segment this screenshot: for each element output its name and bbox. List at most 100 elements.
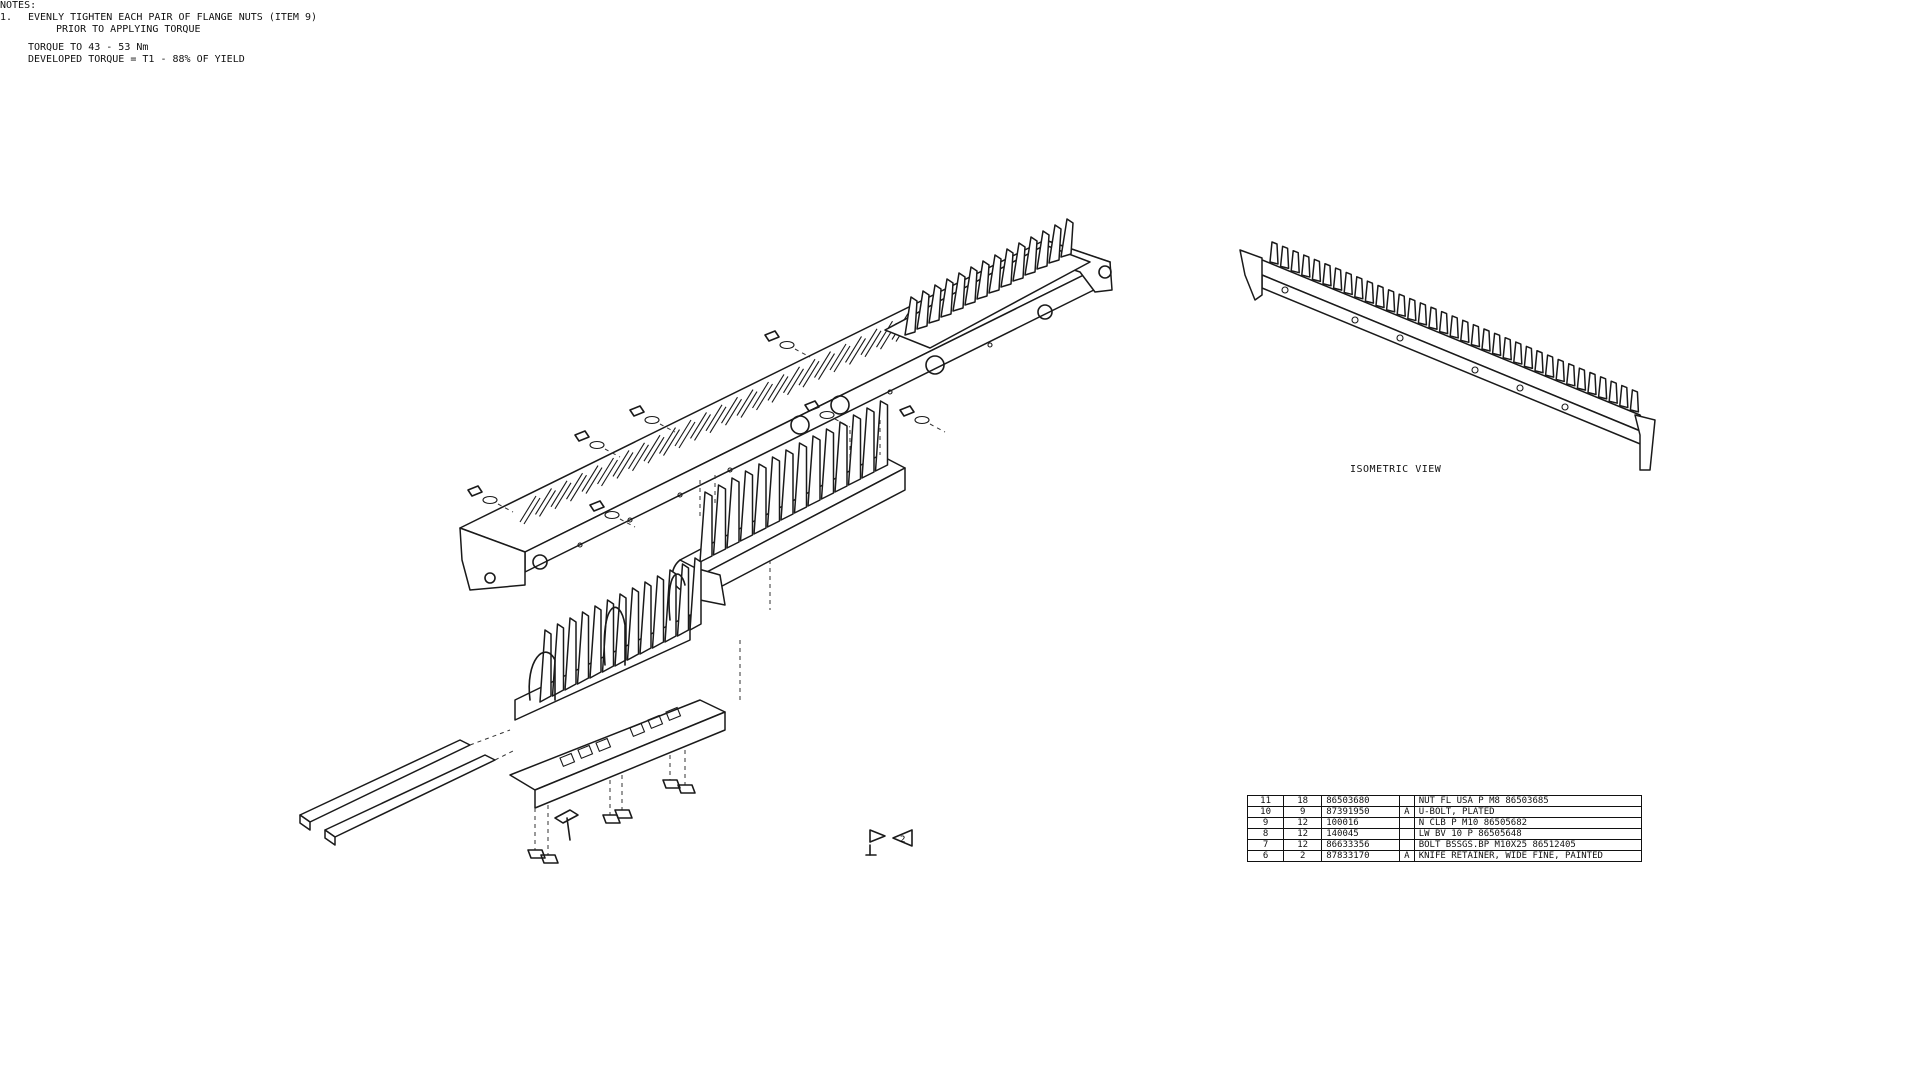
knife-bars-left [299,729,516,846]
bom-desc: U-BOLT, PLATED [1413,806,1643,818]
knife-slot [550,480,568,508]
centerline [619,518,636,528]
raised-knives [904,218,1074,336]
knife-blade [1375,284,1385,309]
knife-blade [1513,341,1523,365]
bom-flag: A [1398,850,1415,862]
table-row: 11 18 86503680 NUT FL USA P M8 86503685 [1246,795,1643,807]
knife-blade [1332,267,1343,291]
end-hole-right [1098,265,1112,279]
lower-hardware [527,420,881,864]
knife-blade [639,581,652,655]
knife-slot [802,360,820,388]
bom-flag [1398,828,1415,840]
knife-blade [1290,249,1300,274]
knife-slot [628,442,645,470]
knife-slot [787,368,804,396]
bar-left-end [459,527,526,591]
knife-slot [721,396,738,424]
u-bolt-3 [668,573,686,621]
knife-blade [820,428,835,500]
knife-blade [780,449,794,521]
knife-blade [1269,241,1279,265]
bom-part: 86503680 [1321,795,1400,807]
bom-part: 140045 [1321,828,1400,840]
table-row: 8 12 140045 LW BV 10 P 86505648 [1246,828,1643,840]
knife-blade [834,421,848,493]
knife-blade [1544,354,1555,378]
knife-blade [1438,310,1449,335]
knife-blade [689,557,702,631]
hex-nut [467,485,483,497]
bom-desc: BOLT BSSGS.BP M10X25 86512405 [1413,839,1643,851]
bom-part: 87391950 [1321,806,1400,818]
centerline [794,348,811,358]
knife-blade [1036,230,1050,270]
knife-blade [1470,323,1481,348]
knife-blade [1523,345,1534,370]
knife-blade [940,278,954,318]
knife-blade [766,456,781,528]
knife-blade [1012,242,1026,282]
knife-blade [1587,371,1597,396]
knife-slot [570,474,587,502]
knife-slot [690,412,707,439]
washer [644,415,660,425]
knife-blade [1428,306,1438,330]
knife-blade [589,605,602,679]
knife-blade [1000,248,1014,288]
knife-blade [874,400,889,472]
knife-blade [1354,276,1364,300]
knife-blade [676,563,690,637]
centerline [497,503,514,513]
knife-blade [1343,271,1353,296]
bom-qty: 2 [1283,850,1323,862]
knife-blade [699,491,713,563]
knife-slot [678,421,696,449]
washer [914,415,930,425]
hex-nut [804,400,820,412]
washer [604,510,620,520]
knife-blade [952,272,966,312]
knife-slot [519,495,537,523]
triangle-note-icon: 2 [892,829,913,847]
knife-slot [663,429,680,456]
iso-knives [1269,241,1640,413]
knife-blade [1608,380,1618,404]
flange-nuts-top [467,330,946,528]
knife-slot [771,376,789,403]
bom-qty: 12 [1283,839,1323,851]
knife-blade [539,629,552,703]
knife-slot [849,338,866,365]
bom-item: 6 [1246,850,1285,862]
bill-of-materials-table: 11 18 86503680 NUT FL USA P M8 86503685 … [1246,795,1643,862]
main-knife-bar [459,218,1113,591]
knife-slot [674,419,692,447]
boss-1 [532,554,548,570]
bom-desc: N CLB P M10 86505682 [1413,817,1643,829]
knife-blade [1491,332,1502,357]
knife-slot [845,336,862,363]
note-1-continued: PRIOR TO APPLYING TORQUE [56,24,201,35]
knife-blade [861,407,875,479]
knife-blade [626,587,640,661]
knife-blade [916,290,930,330]
knife-blade [976,260,990,300]
knife-blade [614,593,627,667]
bom-qty: 12 [1283,817,1323,829]
washer [589,440,605,450]
knife-blade [1385,289,1396,313]
bom-part: 86633356 [1321,839,1400,851]
knife-blade [904,296,918,336]
knife-slot [647,436,665,464]
washer [779,340,795,350]
note-2-text: TORQUE TO 43 - 53 Nm [28,42,149,53]
knife-slot [659,427,676,454]
isometric-view-label: ISOMETRIC VIEW [1350,464,1442,475]
knife-slot [814,351,831,378]
knife-blade [988,254,1002,294]
iso-bolts [1281,286,1569,411]
knife-blade [1322,263,1332,287]
knife-slot [535,488,552,515]
knife-blade [1449,315,1459,339]
